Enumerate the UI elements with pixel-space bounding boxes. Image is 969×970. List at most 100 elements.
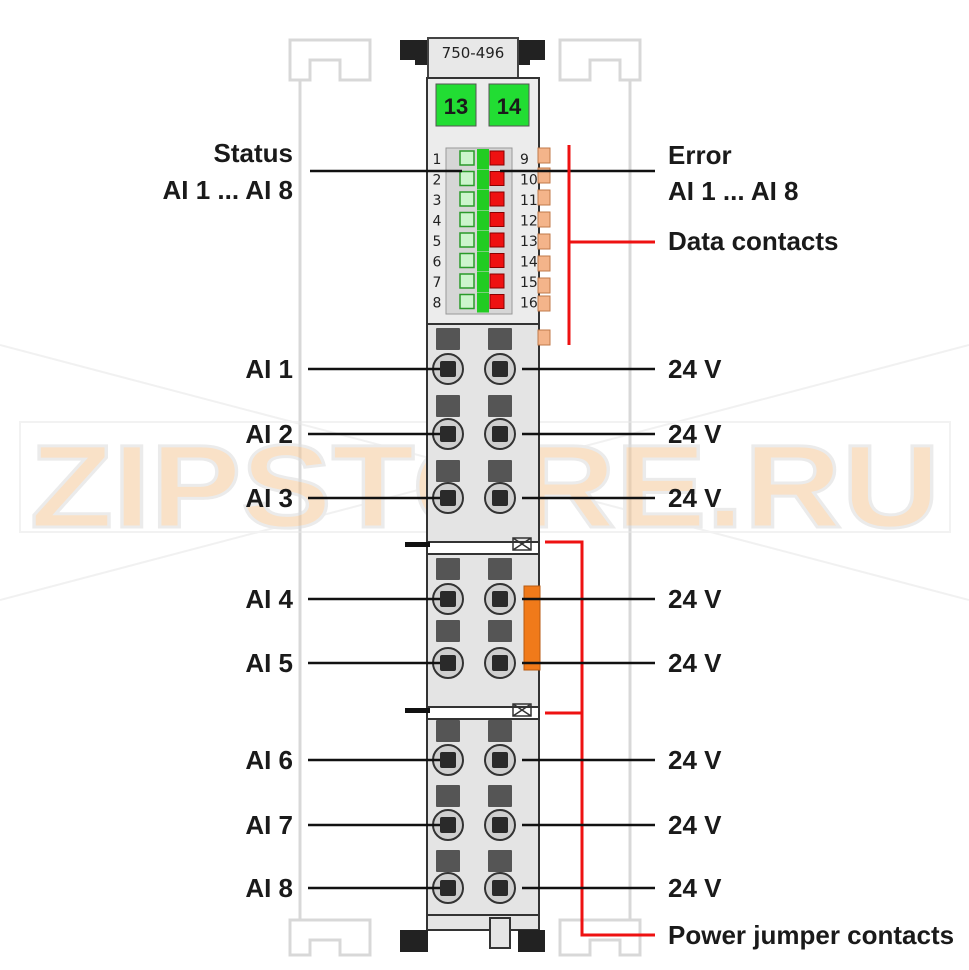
led-number-4: 4: [433, 214, 442, 230]
supply-label-7: 24 V: [668, 810, 722, 840]
error-led-8: [489, 294, 505, 309]
terminal-clamp[interactable]: [432, 583, 464, 615]
input-label-2: AI 2: [245, 419, 293, 449]
power-jumper-label: Power jumper contacts: [668, 920, 954, 950]
status-led-strip-3: [477, 190, 489, 210]
led-number-12: 12: [520, 214, 538, 230]
supply-label-5: 24 V: [668, 648, 722, 678]
terminal-clamp[interactable]: [432, 418, 464, 450]
input-label-8: AI 8: [245, 873, 293, 903]
led-number-6: 6: [433, 255, 442, 271]
supply-label-8: 24 V: [668, 873, 722, 903]
status-led-3: [459, 191, 475, 207]
release-slot[interactable]: [488, 460, 512, 482]
status-led-8: [459, 293, 475, 310]
release-slot[interactable]: [488, 850, 512, 872]
error-label-line1: Error: [668, 140, 732, 170]
slot-14-box: [488, 83, 530, 127]
data-contacts-callout: Data contacts: [567, 145, 839, 345]
led-number-10: 10: [520, 173, 538, 189]
input-label-5: AI 5: [245, 648, 293, 678]
terminal-clamp[interactable]: [484, 353, 516, 385]
terminal-clamp[interactable]: [484, 744, 516, 776]
led-number-9: 9: [520, 152, 529, 168]
error-led-3: [489, 191, 505, 207]
error-led-5: [489, 232, 505, 248]
supply-label-2: 24 V: [668, 419, 722, 449]
terminal-clamp[interactable]: [484, 809, 516, 841]
terminal-block: [432, 328, 516, 904]
data-contact-pad: [537, 211, 551, 228]
release-slot[interactable]: [488, 558, 512, 580]
release-slot[interactable]: [436, 558, 460, 580]
release-slot[interactable]: [488, 395, 512, 417]
release-slot[interactable]: [436, 328, 460, 350]
status-label-line1: Status: [214, 138, 293, 168]
terminal-clamp[interactable]: [484, 583, 516, 615]
data-contact-pad: [537, 255, 551, 272]
status-led-strip-2: [477, 169, 489, 190]
data-contact-pad: [537, 329, 551, 346]
data-contact-pad: [537, 233, 551, 250]
release-slot[interactable]: [436, 850, 460, 872]
power-jumper-callout: Power jumper contacts: [545, 540, 954, 950]
led-number-14: 14: [520, 255, 538, 271]
data-contact-pads: [537, 147, 551, 346]
led-number-11: 11: [520, 193, 538, 209]
status-led-7: [459, 273, 475, 289]
input-label-3: AI 3: [245, 483, 293, 513]
status-led-2: [459, 170, 475, 187]
status-led-strip-7: [477, 272, 489, 292]
error-led-7: [489, 273, 505, 289]
status-led-6: [459, 252, 475, 269]
data-contacts-label: Data contacts: [668, 226, 839, 256]
supply-label-6: 24 V: [668, 745, 722, 775]
release-slot[interactable]: [436, 720, 460, 742]
status-led-strip-8: [477, 292, 489, 313]
slot-14-label: 14: [497, 94, 522, 119]
input-label-4: AI 4: [245, 584, 293, 614]
release-slot[interactable]: [436, 460, 460, 482]
led-number-2: 2: [433, 173, 442, 189]
status-led-strip-6: [477, 251, 489, 272]
release-slot[interactable]: [436, 620, 460, 642]
status-led-array: [459, 149, 505, 313]
error-led-6: [489, 253, 505, 268]
data-contact-pad: [537, 277, 551, 294]
led-number-7: 7: [433, 275, 442, 291]
release-slot[interactable]: [436, 785, 460, 807]
release-slot[interactable]: [488, 785, 512, 807]
error-callout: Error AI 1 ... AI 8: [500, 140, 799, 206]
supply-label-3: 24 V: [668, 483, 722, 513]
status-led-1: [459, 150, 475, 166]
slot-13-label: 13: [444, 94, 468, 119]
terminal-clamp[interactable]: [484, 647, 516, 679]
error-label-line2: AI 1 ... AI 8: [668, 176, 799, 206]
input-label-6: AI 6: [245, 745, 293, 775]
supply-label-4: 24 V: [668, 584, 722, 614]
terminal-clamp[interactable]: [484, 872, 516, 904]
terminal-clamp[interactable]: [484, 418, 516, 450]
release-slot[interactable]: [436, 395, 460, 417]
input-label-1: AI 1: [245, 354, 293, 384]
terminal-clamp[interactable]: [484, 482, 516, 514]
io-callouts: AI 1 24 V AI 2 24 V AI 3 24 V AI 4 24 V AI 5 24 V…: [245, 354, 722, 903]
status-led-5: [459, 232, 475, 248]
led-number-8: 8: [433, 296, 442, 312]
status-led-strip-5: [477, 231, 489, 251]
error-led-2: [489, 171, 505, 186]
din-rail-outline: [288, 38, 642, 957]
led-number-1: 1: [433, 152, 442, 168]
status-label-line2: AI 1 ... AI 8: [162, 175, 293, 205]
release-slot[interactable]: [488, 720, 512, 742]
error-led-1: [489, 150, 505, 166]
supply-label-1: 24 V: [668, 354, 722, 384]
status-callout: Status AI 1 ... AI 8: [162, 138, 462, 205]
led-number-3: 3: [433, 193, 442, 209]
release-slot[interactable]: [488, 620, 512, 642]
release-slot[interactable]: [488, 328, 512, 350]
part-number: 750-496: [442, 44, 505, 62]
led-number-15: 15: [520, 275, 538, 291]
